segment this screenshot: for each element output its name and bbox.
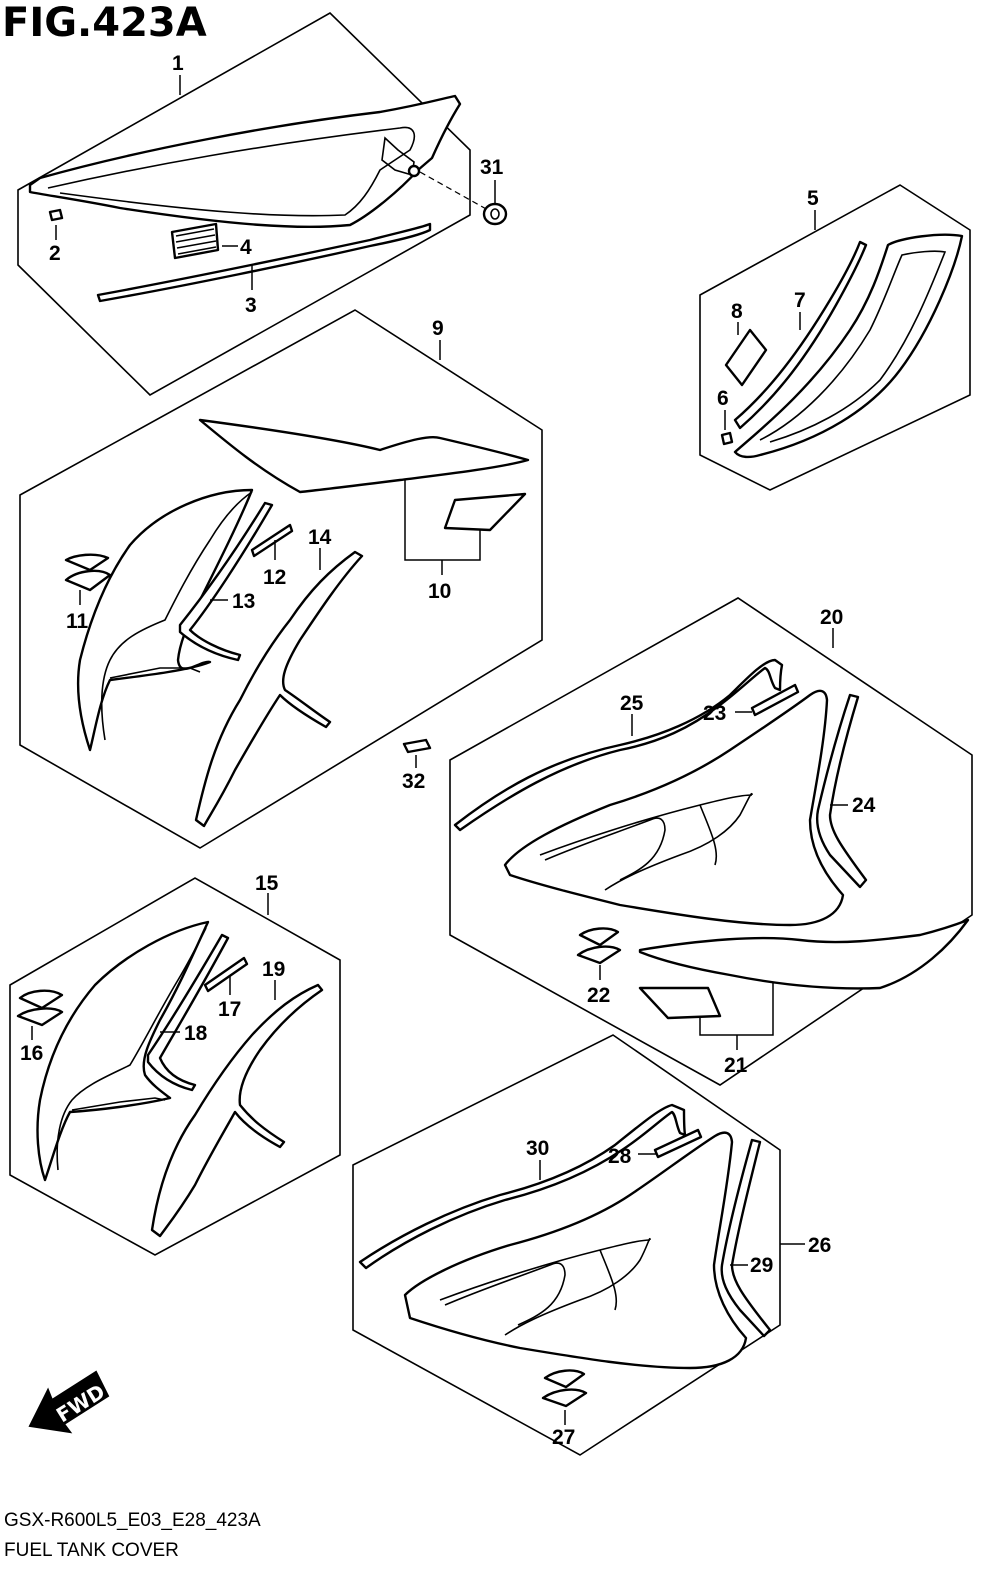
- figure-caption: FUEL TANK COVER: [4, 1540, 179, 1561]
- part-label-11: 11: [66, 610, 89, 633]
- part-label-2: 2: [49, 242, 61, 265]
- part-label-1: 1: [172, 52, 184, 75]
- part-label-10: 10: [428, 580, 451, 603]
- part-label-31: 31: [480, 156, 504, 179]
- group-15-panel: 15 16 17 18 19: [9, 872, 341, 1256]
- part-label-25: 25: [620, 692, 644, 715]
- group-20-panel: 20 25 23 24 22 21: [449, 597, 973, 1086]
- part-label-30: 30: [526, 1137, 549, 1160]
- part-label-12: 12: [263, 566, 286, 589]
- model-code: GSX-R600L5_E03_E28_423A: [4, 1510, 261, 1531]
- part-label-8: 8: [731, 300, 743, 323]
- part-label-14: 14: [308, 526, 332, 549]
- fwd-arrow-icon: FWD: [28, 1370, 110, 1434]
- part-label-4: 4: [240, 236, 252, 259]
- part-label-22: 22: [587, 984, 610, 1007]
- part-label-16: 16: [20, 1042, 43, 1065]
- group-5-panel: 5 7 8 6: [699, 184, 971, 491]
- part-label-23: 23: [703, 702, 726, 725]
- part-label-26: 26: [808, 1234, 831, 1257]
- part-label-24: 24: [852, 794, 876, 817]
- group-1-panel: 1 2 4 3 31: [17, 12, 508, 396]
- part-label-27: 27: [552, 1426, 575, 1449]
- group-9-panel: 9 10 11 12 13 14: [19, 309, 543, 849]
- part-label-5: 5: [807, 187, 819, 210]
- part-label-21: 21: [724, 1054, 748, 1077]
- figure-title: FIG.423A: [2, 0, 207, 46]
- part-label-17: 17: [218, 998, 241, 1021]
- group-26-panel: 30 28 29 26 27: [352, 1034, 831, 1456]
- part-label-32: 32: [402, 770, 425, 793]
- part-label-15: 15: [255, 872, 279, 895]
- part-label-7: 7: [794, 289, 806, 312]
- part-label-3: 3: [245, 294, 257, 317]
- part-32: 32: [402, 738, 432, 793]
- part-label-6: 6: [717, 387, 729, 410]
- part-label-20: 20: [820, 606, 843, 629]
- part-label-18: 18: [184, 1022, 208, 1045]
- part-label-28: 28: [608, 1145, 632, 1168]
- part-label-29: 29: [750, 1254, 773, 1277]
- part-label-13: 13: [232, 590, 255, 613]
- part-label-9: 9: [432, 317, 444, 340]
- part-label-19: 19: [262, 958, 285, 981]
